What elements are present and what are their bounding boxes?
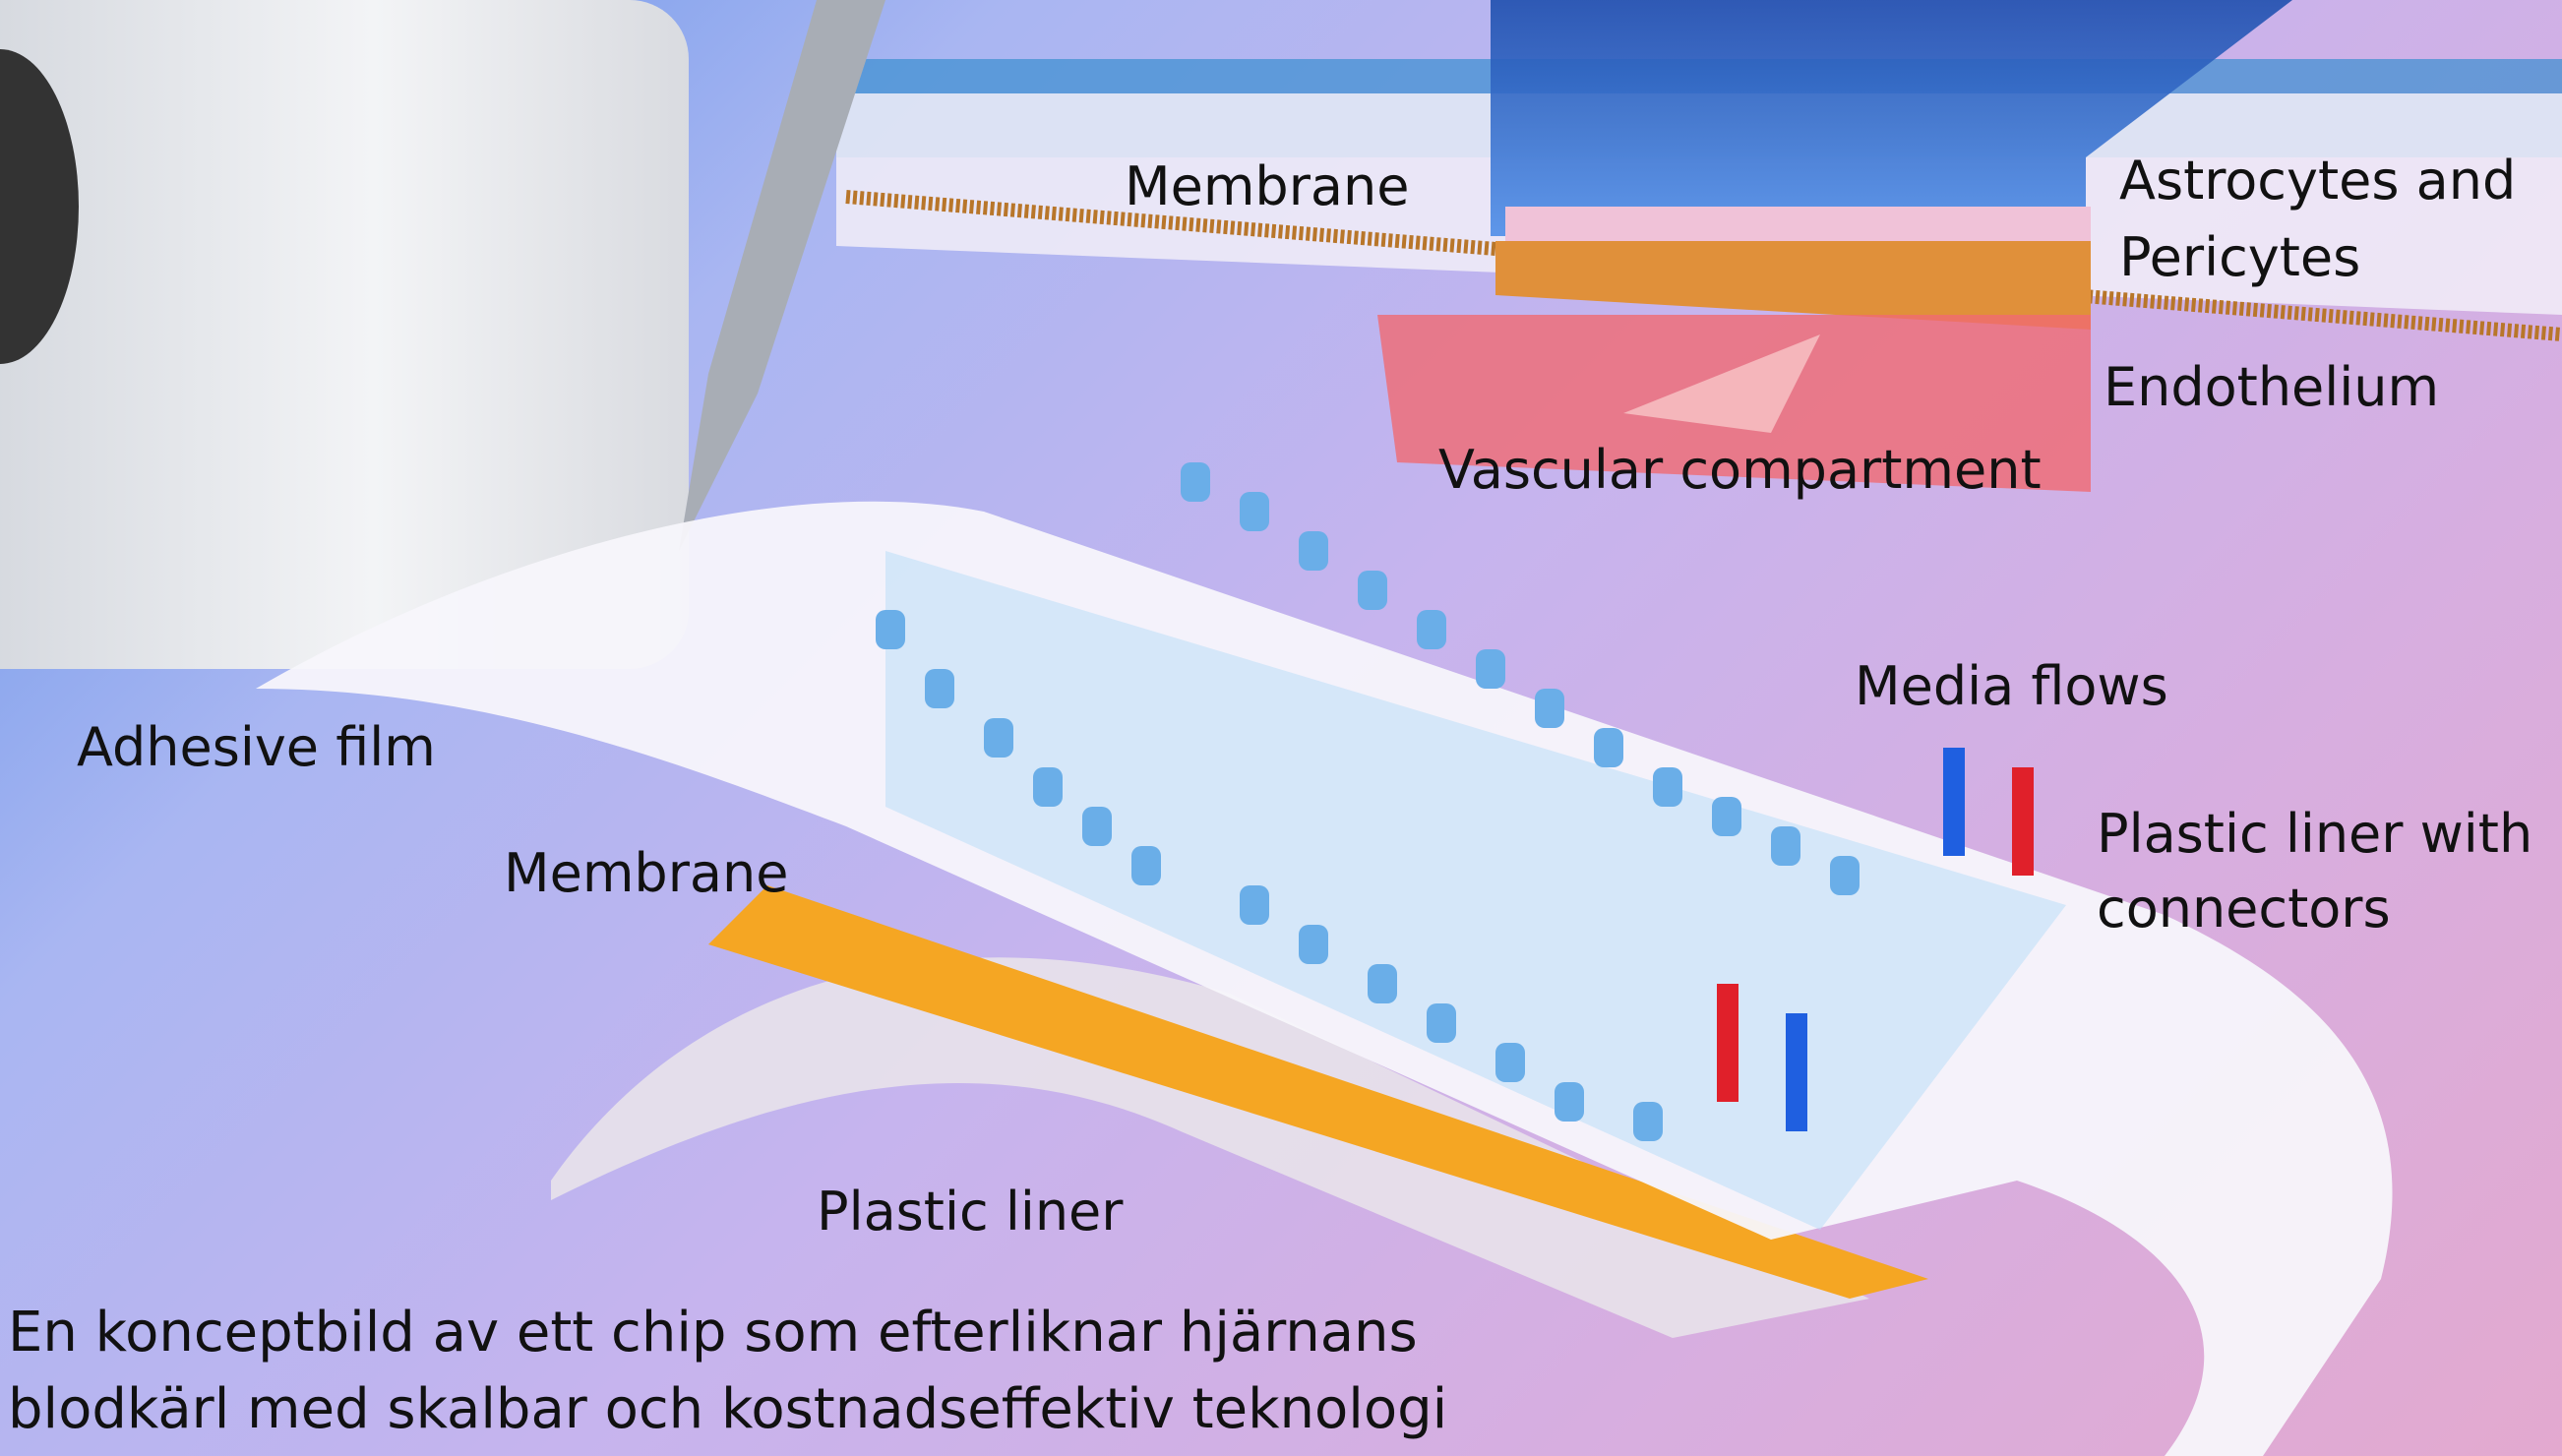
adhesive-film-roll: [0, 0, 689, 669]
label-plastic-liner-connectors-2: connectors: [2097, 878, 2391, 940]
label-membrane-top: Membrane: [1125, 155, 1410, 217]
flow-out-arrow-icon: [2012, 767, 2034, 876]
caption-line-1: En konceptbild av ett chip som efterlikn…: [8, 1301, 1418, 1365]
label-astrocytes-2: Pericytes: [2119, 226, 2361, 288]
brain-compartment: [1491, 0, 2292, 236]
label-plastic-liner-connectors-1: Plastic liner with: [2097, 803, 2533, 865]
label-membrane-bottom: Membrane: [504, 842, 789, 904]
label-astrocytes-1: Astrocytes and: [2119, 150, 2517, 212]
flow-out-arrow-icon: [1717, 984, 1738, 1102]
media-flow-arrows: [1717, 748, 2034, 1131]
membrane-sheet: [708, 885, 1928, 1299]
endothelium-layer: [1495, 241, 2091, 330]
label-adhesive-film: Adhesive film: [77, 716, 436, 778]
scalpel-icon: [679, 0, 885, 551]
membrane-strip-top: [845, 190, 2562, 341]
connectors: [876, 462, 1860, 1141]
blood-brain-barrier-cross-section: [836, 0, 2562, 492]
label-media-flows: Media flows: [1855, 655, 2168, 717]
plastic-liner-sheet: [551, 957, 1869, 1338]
plastic-liner-with-connectors: [885, 551, 2066, 1230]
label-endothelium: Endothelium: [2104, 356, 2440, 418]
flow-arrow: [1623, 334, 1820, 433]
flow-in-arrow-icon: [1943, 748, 1965, 856]
caption-line-2: blodkärl med skalbar och kostnadseffekti…: [8, 1377, 1448, 1441]
label-plastic-liner: Plastic liner: [817, 1181, 1124, 1243]
flow-in-arrow-icon: [1786, 1013, 1807, 1131]
label-vascular-compartment: Vascular compartment: [1438, 439, 2042, 501]
